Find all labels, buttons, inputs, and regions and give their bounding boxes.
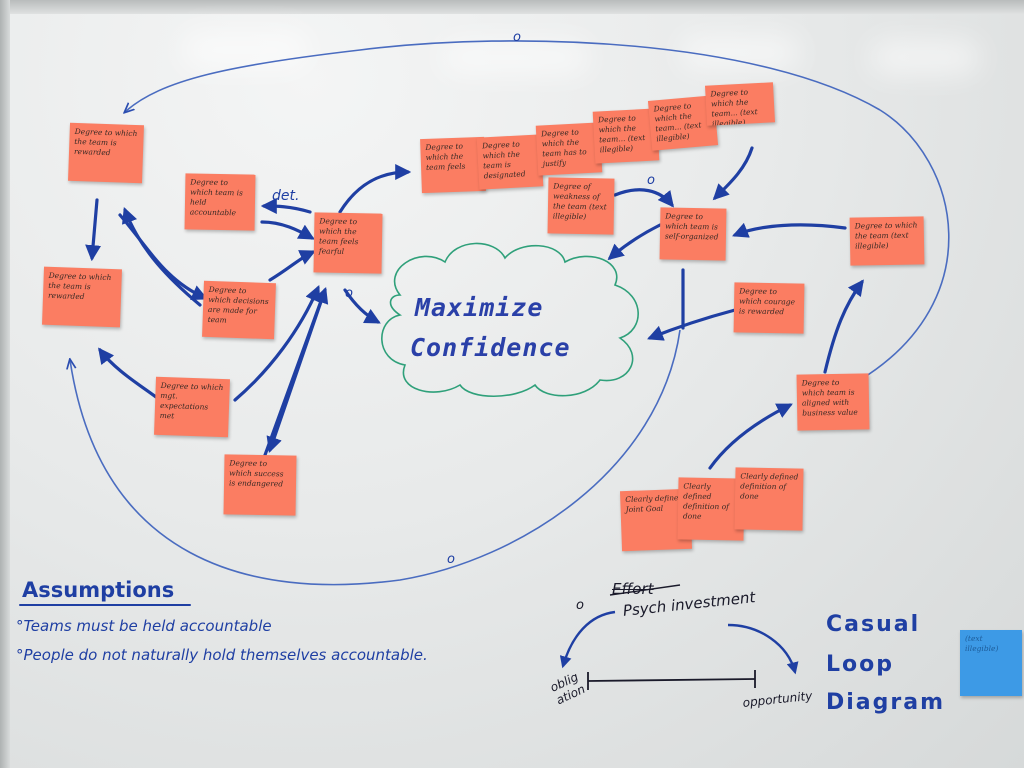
o-mark: o xyxy=(647,173,655,188)
light-glare xyxy=(180,30,310,70)
sticky-note: Clearly defined definition of done xyxy=(734,467,804,531)
whiteboard-frame-top xyxy=(0,0,1024,14)
outer-loop-lines xyxy=(70,40,950,586)
sticky-note: Degree to which the team is rewarded xyxy=(42,266,122,328)
cloud-label-line2: Confidence xyxy=(410,333,571,362)
effort-label: Effort xyxy=(612,580,654,598)
cloud-label-line1: Maximize xyxy=(415,293,544,322)
sticky-note: Degree to which the team... (text illegi… xyxy=(704,82,776,126)
casual-loop-line-2: Loop xyxy=(826,652,894,677)
sticky-note: Degree to which decisions are made for t… xyxy=(202,280,276,340)
light-glare xyxy=(680,35,800,70)
sticky-note: Degree to which the team has to justify xyxy=(535,122,603,176)
o-mark: o xyxy=(576,598,584,613)
sticky-note: Degree to which the team is designated xyxy=(476,134,544,190)
det-label: det. xyxy=(272,188,300,204)
o-mark: o xyxy=(345,286,353,301)
light-glare xyxy=(440,40,590,75)
psych-investment-diagram xyxy=(559,584,799,690)
sticky-note: Degree to which the team (text illegible… xyxy=(849,216,925,266)
o-mark: o xyxy=(513,30,521,45)
sticky-note: Degree of weakness of the team (text ill… xyxy=(547,177,615,235)
sticky-note: Degree to which the team feels fearful xyxy=(313,212,383,274)
sticky-note: Degree to which team is self-organized xyxy=(659,207,727,261)
cloud-outline xyxy=(381,242,639,398)
light-glare xyxy=(870,40,980,75)
sticky-note: Degree to which team is aligned with bus… xyxy=(796,373,870,431)
sticky-note: Degree to which the team is rewarded xyxy=(68,122,144,184)
casual-loop-line-1: Casual xyxy=(826,612,921,637)
assumptions-title: Assumptions xyxy=(22,578,175,602)
o-mark: o xyxy=(447,552,455,567)
assumption-2: °People do not naturally hold themselves… xyxy=(16,646,428,664)
sticky-note: Degree to which the team feels xyxy=(420,136,486,194)
assumption-1: °Teams must be held accountable xyxy=(16,617,272,635)
sticky-note: Degree to which success is endangered xyxy=(223,454,297,516)
sticky-note: Degree to which mgt. expectations met xyxy=(154,376,230,438)
casual-loop-line-3: Diagram xyxy=(826,690,946,715)
sticky-note-blue: (text illegible) xyxy=(960,630,1022,696)
sticky-note: Degree to which courage is rewarded xyxy=(733,282,805,334)
causal-arrows xyxy=(85,146,864,470)
whiteboard-frame-left xyxy=(0,0,10,768)
sticky-note: Degree to which team is held accountable xyxy=(184,173,256,231)
